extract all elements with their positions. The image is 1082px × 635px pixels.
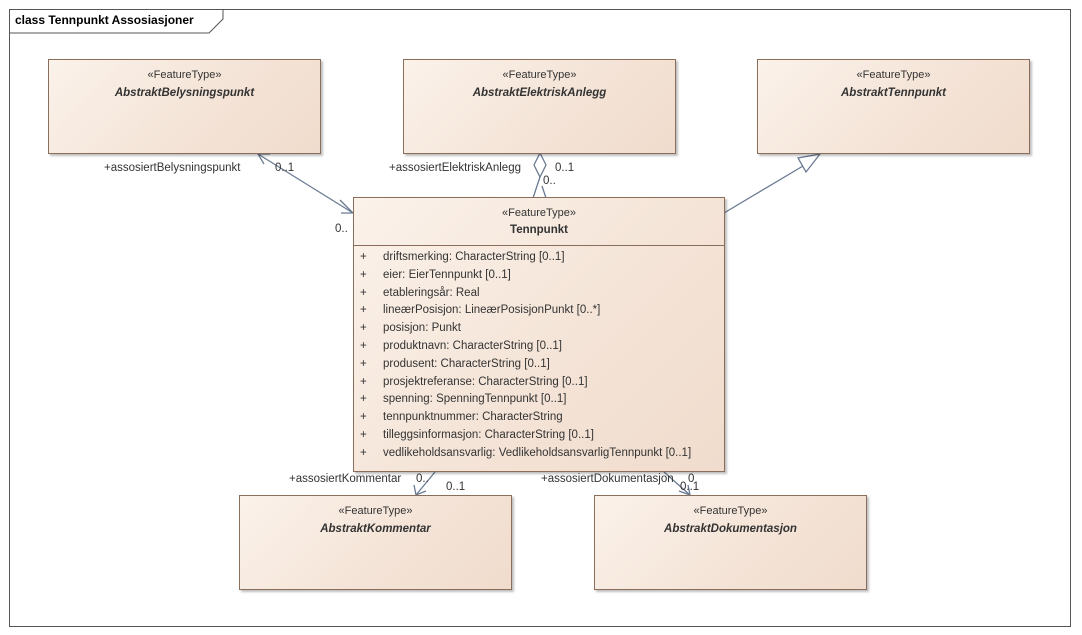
attribute-text: tilleggsinformasjon: CharacterString [0.… [383, 428, 594, 441]
class-name: AbstraktTennpunkt [841, 87, 946, 99]
attribute-visibility: + [360, 268, 367, 281]
attribute-text: vedlikeholdsansvarlig: Vedlikeholdsansva… [383, 446, 692, 459]
attribute-row: + eier: EierTennpunkt [0..1] [354, 268, 724, 286]
attribute-visibility: + [360, 286, 367, 299]
attribute-visibility: + [360, 339, 367, 352]
assoc-belysningspunkt-arrowhead [256, 153, 270, 165]
attribute-list: + driftsmerking: CharacterString [0..1] + e… [354, 250, 724, 464]
attribute-row: + produsent: CharacterString [0..1] [354, 357, 724, 375]
attribute-text: produsent: CharacterString [0..1] [383, 357, 550, 370]
multiplicity-kommentar: 0..1 [446, 481, 466, 493]
attribute-row: + driftsmerking: CharacterString [0..1] [354, 250, 724, 268]
attribute-row: + posisjon: Punkt [354, 321, 724, 339]
assoc-kommentar-line [415, 471, 436, 496]
compartment-separator [354, 245, 724, 246]
attribute-text: eier: EierTennpunkt [0..1] [383, 268, 511, 281]
attribute-row: + lineærPosisjon: LineærPosisjonPunkt [0.… [354, 303, 724, 321]
attribute-visibility: + [360, 446, 367, 459]
stereotype-label: «FeatureType» [856, 69, 931, 81]
attribute-row: + etableringsår: Real [354, 286, 724, 304]
generalization-arrowhead [796, 153, 822, 174]
attribute-row: + prosjektreferanse: CharacterString [0..… [354, 375, 724, 393]
attribute-visibility: + [360, 375, 367, 388]
frame-tab-outline [9, 9, 224, 34]
stereotype-label: «FeatureType» [693, 505, 768, 517]
role-label-kommentar: +assosiertKommentar [289, 473, 402, 485]
multiplicity-dokumentasjon: 0..1 [680, 481, 700, 493]
attribute-text: lineærPosisjon: LineærPosisjonPunkt [0..… [383, 304, 601, 317]
class-name: AbstraktElektriskAnlegg [472, 87, 607, 99]
assoc-elektriskanlegg-line [532, 176, 541, 199]
attribute-row: + spenning: SpenningTennpunkt [0..1] [354, 392, 724, 410]
attribute-row: + tennpunktnummer: CharacterString [354, 410, 724, 428]
class-name: AbstraktDokumentasjon [664, 523, 797, 535]
class-name: Tennpunkt [510, 224, 568, 236]
role-label-elektriskanlegg: +assosiertElektriskAnlegg [389, 162, 521, 174]
class-abstrakt-belysningspunkt[interactable]: «FeatureType» AbstraktBelysningspunkt [48, 59, 321, 154]
class-abstrakt-tennpunkt[interactable]: «FeatureType» AbstraktTennpunkt [757, 59, 1030, 154]
attribute-visibility: + [360, 428, 367, 441]
attribute-text: etableringsår: Real [383, 286, 480, 299]
multiplicity-elektriskanlegg: 0..1 [555, 162, 575, 174]
class-name: AbstraktKommentar [320, 523, 431, 535]
diagram-title: class Tennpunkt Assosiasjoner [15, 13, 194, 27]
stereotype-label: «FeatureType» [338, 505, 413, 517]
class-abstrakt-elektrisk-anlegg[interactable]: «FeatureType» AbstraktElektriskAnlegg [403, 59, 676, 154]
stereotype-label: «FeatureType» [147, 69, 222, 81]
class-name: AbstraktBelysningspunkt [114, 87, 255, 99]
attribute-visibility: + [360, 393, 367, 406]
attribute-text: tennpunktnummer: CharacterString [383, 411, 563, 424]
attribute-text: driftsmerking: CharacterString [0..1] [383, 251, 565, 263]
multiplicity-belysningspunkt-source: 0.. [335, 223, 348, 235]
attribute-visibility: + [360, 411, 367, 424]
role-label-belysningspunkt: +assosiertBelysningspunkt [104, 162, 241, 174]
stereotype-label: «FeatureType» [502, 207, 576, 219]
attribute-visibility: + [360, 304, 367, 317]
attribute-row: + produktnavn: CharacterString [0..1] [354, 339, 724, 357]
role-label-dokumentasjon: +assosiertDokumentasjon [541, 473, 674, 485]
stereotype-label: «FeatureType» [502, 69, 577, 81]
assoc-elektriskanlegg-line-2 [541, 185, 547, 199]
class-abstrakt-kommentar[interactable]: «FeatureType» AbstraktKommentar [239, 495, 512, 590]
multiplicity-dokumentasjon-source: 0 [688, 473, 695, 485]
attribute-row: + vedlikeholdsansvarlig: Vedlikeholdsansv… [354, 446, 724, 464]
class-tennpunkt[interactable]: «FeatureType» Tennpunkt + driftsmerking: … [353, 197, 725, 472]
multiplicity-belysningspunkt: 0..1 [275, 162, 295, 174]
attribute-row: + tilleggsinformasjon: CharacterString [0… [354, 428, 724, 446]
attribute-visibility: + [360, 251, 367, 263]
assoc-dokumentasjon-line [663, 471, 691, 496]
generalization-line [723, 162, 809, 214]
multiplicity-elektriskanlegg-source: 0.. [543, 175, 556, 187]
multiplicity-kommentar-source: 0.. [416, 473, 429, 485]
attribute-text: posisjon: Punkt [383, 322, 461, 335]
class-abstrakt-dokumentasjon[interactable]: «FeatureType» AbstraktDokumentasjon [594, 495, 867, 590]
aggregation-diamond [533, 151, 547, 179]
assoc-belysningspunkt-line [257, 153, 354, 214]
attribute-visibility: + [360, 357, 367, 370]
attribute-text: produktnavn: CharacterString [0..1] [383, 339, 562, 352]
attribute-text: prosjektreferanse: CharacterString [0..1… [383, 375, 588, 388]
attribute-visibility: + [360, 322, 367, 335]
attribute-text: spenning: SpenningTennpunkt [0..1] [383, 393, 567, 406]
